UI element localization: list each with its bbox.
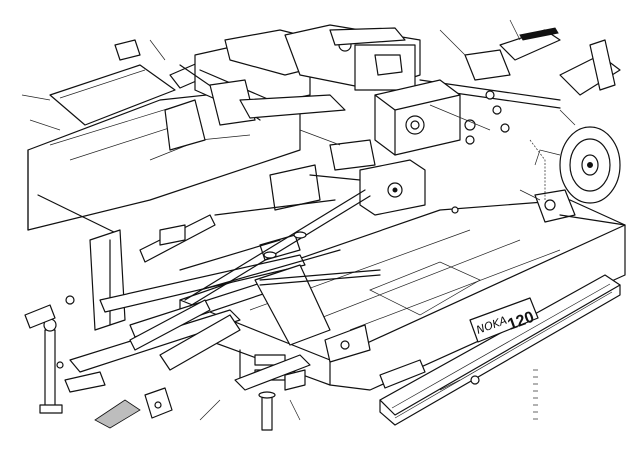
callout-leaders (21, 19, 576, 421)
jack-stand (39, 318, 64, 414)
center-gearbox (269, 79, 461, 216)
pin-assembly (24, 295, 106, 393)
legend (533, 369, 538, 420)
main-driveline (184, 189, 381, 307)
side-skid-rail (379, 274, 621, 426)
upper-drive-shaft (419, 27, 621, 109)
bottom-small-parts (94, 349, 306, 431)
brand-badge: NOKA 120 (469, 297, 539, 343)
hardware-stack (299, 90, 510, 214)
top-frame-assembly (164, 24, 421, 151)
drive-chain (529, 139, 546, 200)
center-brackets (234, 324, 426, 391)
